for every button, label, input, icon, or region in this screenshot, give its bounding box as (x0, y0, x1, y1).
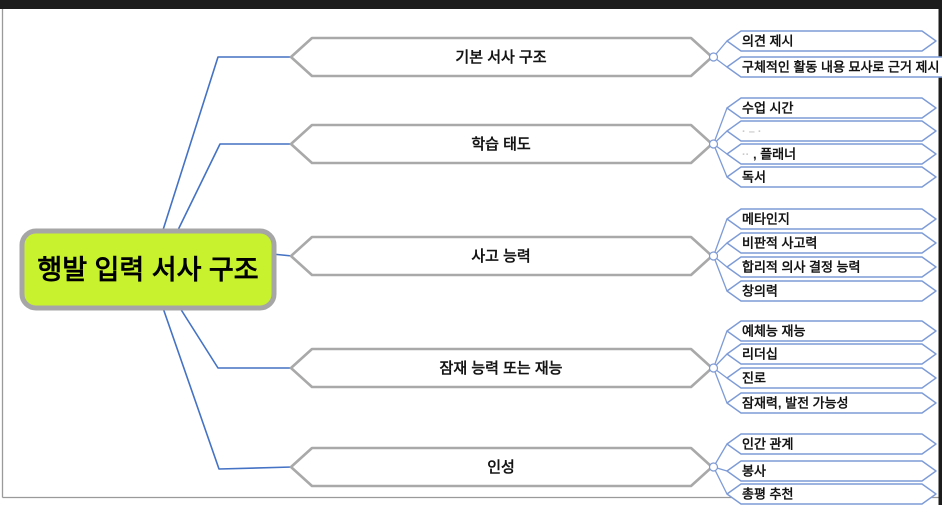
branch-label-potential-talent: 잠재 능력 또는 재능 (440, 359, 563, 377)
connector-root-branch-5 (162, 307, 293, 470)
fan-line-4-4 (712, 367, 728, 404)
child-node-blurred[interactable] (726, 120, 937, 142)
connector-root-branch-1 (162, 56, 292, 231)
fan-line-2-4 (712, 143, 728, 178)
child-label-volunteering: 봉사 (742, 464, 766, 479)
child-node-relationships[interactable] (726, 433, 937, 455)
child-label-arts-talent: 예체능 재능 (742, 324, 805, 339)
child-label-planner: , 플래너 (753, 147, 796, 162)
child-label-reading: 독서 (742, 170, 766, 185)
branch-label-learning-attitude: 학습 태도 (471, 136, 531, 153)
connector-root-branch-4 (179, 307, 292, 369)
child-label-career: 진로 (742, 371, 766, 386)
branch-tip-connector-3 (708, 251, 719, 261)
child-label-overall-review: 총평 추천 (742, 487, 793, 502)
child-node-planner[interactable] (726, 143, 937, 165)
child-label-relationships: 인간 관계 (742, 437, 793, 452)
fan-line-2-1 (712, 107, 728, 145)
branch-tip-connector-4 (708, 363, 719, 373)
root-node[interactable] (19, 228, 277, 311)
branch-tip-connector-1 (708, 52, 719, 62)
child-node-metacognition[interactable] (726, 208, 937, 230)
child-label-leadership: 리더십 (742, 347, 778, 362)
child-node-growth-potential[interactable] (726, 392, 937, 414)
child-node-class-time[interactable] (726, 97, 937, 119)
window-top-bar (0, 0, 942, 9)
child-label-metacognition: 메타인지 (742, 212, 790, 227)
fan-line-3-4 (712, 255, 728, 292)
root-node-label: 행발 입력 서사 구조 (37, 255, 258, 285)
child-node-evidence[interactable] (726, 56, 942, 78)
child-node-career[interactable] (726, 367, 937, 389)
connector-root-branch-2 (177, 143, 292, 231)
branch-label-basic-structure: 기본 서사 구조 (455, 49, 546, 66)
branch-tip-connector-5 (708, 462, 719, 472)
child-node-reading[interactable] (726, 166, 937, 188)
branch-tip-connector-2 (708, 139, 719, 149)
child-node-opinion[interactable] (726, 30, 937, 52)
child-node-overall-review[interactable] (726, 483, 937, 505)
child-label-planner-blur: ·· (742, 149, 749, 161)
child-label-decision-making: 합리적 의사 결정 능력 (742, 260, 860, 275)
child-label-blurred: · – · (742, 126, 762, 138)
fan-line-5-3 (712, 466, 728, 495)
child-label-growth-potential: 잠재력, 발전 가능성 (742, 396, 849, 411)
child-node-decision-making[interactable] (726, 256, 937, 278)
fan-line-4-1 (712, 330, 728, 369)
child-label-opinion: 의견 제시 (742, 34, 793, 49)
child-node-creativity[interactable] (726, 280, 937, 302)
branch-label-thinking-ability: 사고 능력 (471, 247, 530, 265)
child-node-critical-thinking[interactable] (726, 232, 937, 254)
window-right-edge (938, 9, 942, 505)
child-label-evidence: 구체적인 활동 내용 묘사로 근거 제시 (742, 60, 939, 75)
fan-line-3-1 (712, 218, 728, 257)
child-node-volunteering[interactable] (726, 460, 937, 482)
child-label-class-time: 수업 시간 (742, 101, 793, 116)
child-node-leadership[interactable] (726, 343, 937, 365)
child-node-arts-talent[interactable] (726, 320, 937, 342)
branch-label-character: 인성 (487, 458, 515, 476)
child-label-critical-thinking: 비판적 사고력 (742, 236, 817, 251)
child-label-creativity: 창의력 (742, 284, 778, 299)
